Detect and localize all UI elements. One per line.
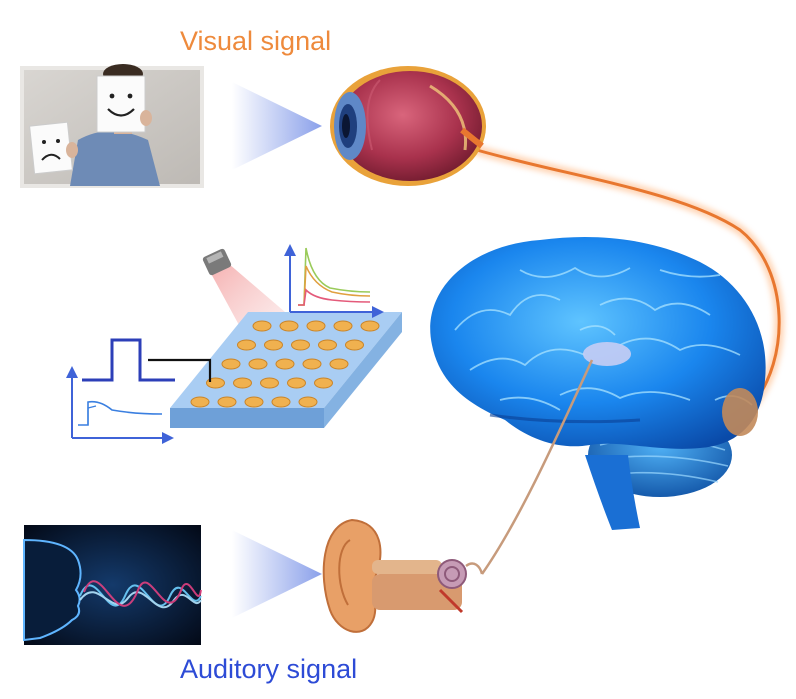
electrode-pad — [345, 339, 364, 351]
electrode-pad — [291, 339, 310, 351]
electrode-pad — [333, 320, 353, 332]
electrode-pad — [244, 396, 264, 408]
electrode-pad — [190, 396, 210, 408]
probe-wire — [148, 358, 212, 382]
electrode-pad — [271, 396, 291, 408]
auditory-arrow — [232, 530, 322, 618]
electrode-pad — [237, 339, 256, 351]
electrode-grid — [190, 320, 380, 408]
electrode-pad — [233, 377, 252, 389]
electrode-pad — [360, 320, 380, 332]
electrode-pad — [275, 358, 295, 370]
visual-cortex-marker — [722, 388, 758, 436]
optic-nerve-path — [468, 143, 785, 409]
input-pulse-plot — [66, 338, 175, 444]
electrode-pad — [302, 358, 322, 370]
electrode-pad — [252, 320, 272, 332]
electrode-pad — [264, 339, 283, 351]
visual-photo — [20, 64, 204, 188]
electrode-pad — [248, 358, 268, 370]
electrode-pad — [221, 358, 241, 370]
auditory-nerve-path — [480, 359, 594, 575]
auditory-cortex-marker — [583, 342, 631, 366]
electrode-pad — [287, 377, 306, 389]
electrode-pad — [217, 396, 237, 408]
electrode-pad — [279, 320, 299, 332]
ear-icon — [322, 518, 484, 633]
electrode-pad — [329, 358, 349, 370]
electrode-pad — [260, 377, 279, 389]
visual-arrow — [232, 82, 322, 170]
auditory-photo — [23, 525, 202, 645]
electrode-pad — [298, 396, 318, 408]
brain-icon — [430, 236, 766, 530]
electrode-pad — [314, 377, 333, 389]
electrode-pad — [318, 339, 337, 351]
eye-icon — [330, 66, 486, 186]
response-curves-plot — [284, 244, 384, 318]
electrode-array-device — [148, 248, 402, 428]
electrode-pad — [306, 320, 326, 332]
visual-signal-label: Visual signal — [180, 26, 331, 56]
auditory-signal-label: Auditory signal — [180, 654, 357, 684]
